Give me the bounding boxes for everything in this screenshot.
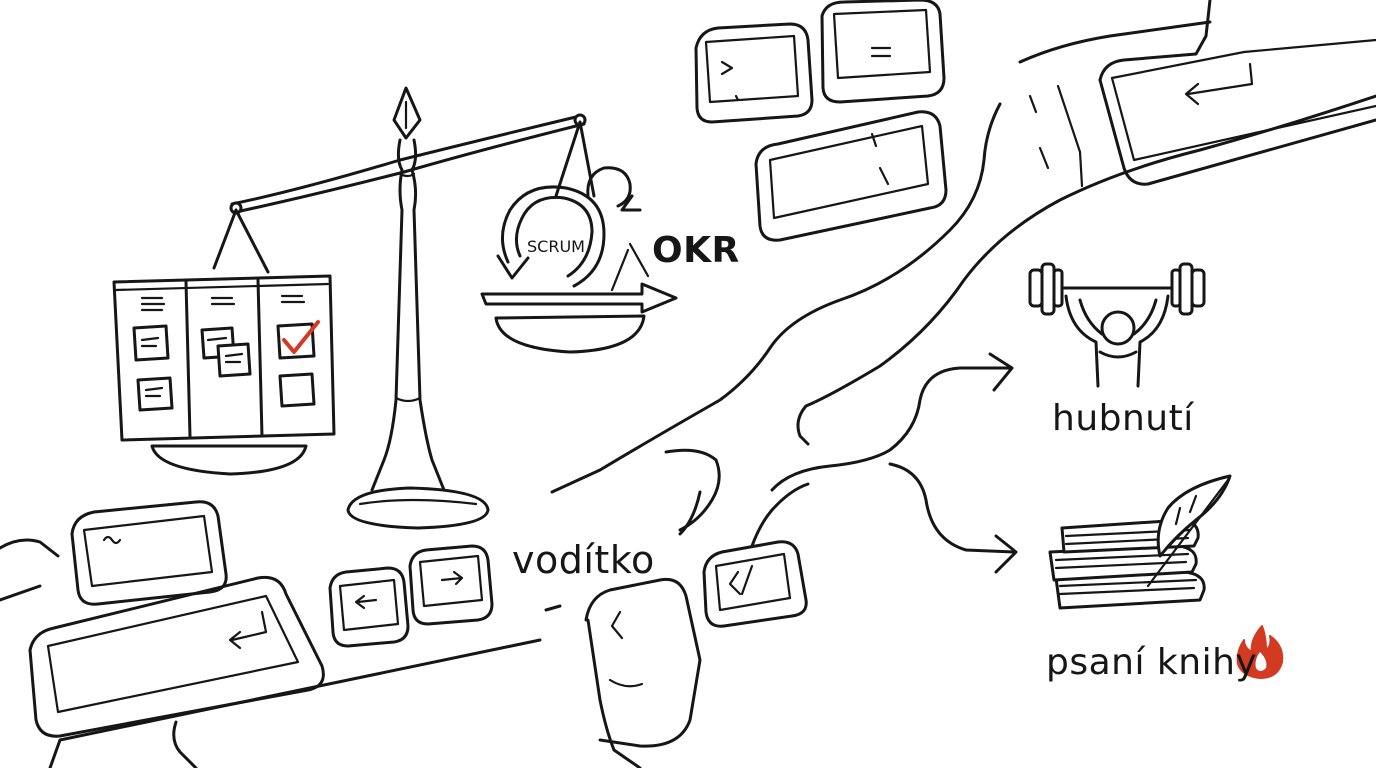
hubnuti-label: hubnutí [1052,398,1194,439]
kanban-board-icon [112,274,336,442]
keyboard-top-right-icon [694,0,1376,242]
fire-icon [1236,625,1284,679]
scrum-label: SCRUM [527,237,585,256]
keyboard-bottom-left-icon [0,500,808,768]
voditko-label: vodítko [512,538,655,582]
scrum-cycle-icon: SCRUM [480,166,678,314]
road-path-icon [550,94,1376,548]
psani-knihy-label: psaní knihy [1046,642,1258,683]
balance-scale-icon [150,86,646,530]
weightlifter-icon [1028,262,1206,388]
okr-label: OKR [652,230,740,271]
books-quill-icon [1048,474,1232,610]
fork-arrows-icon [770,352,1018,574]
